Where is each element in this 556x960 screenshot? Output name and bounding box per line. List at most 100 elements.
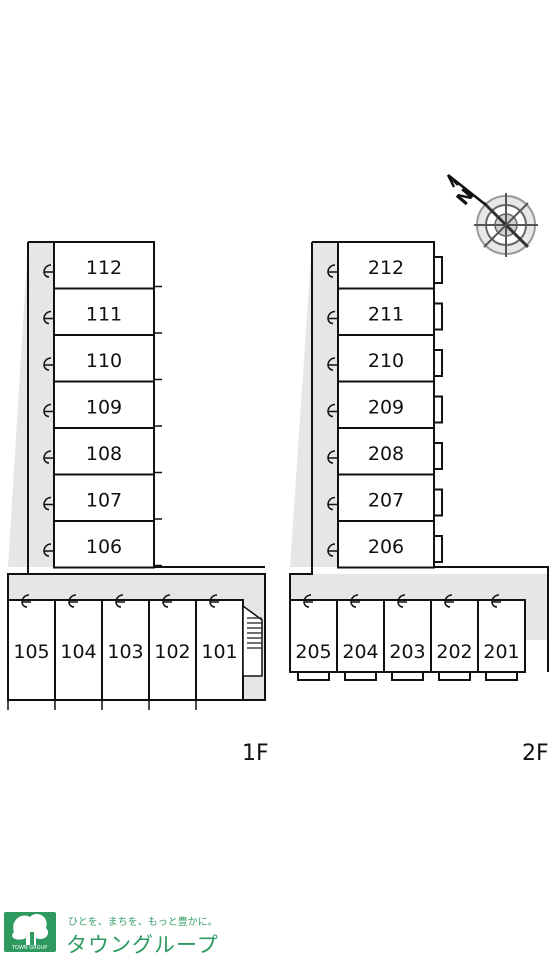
- door-icon: [209, 594, 219, 608]
- door-icon: [115, 594, 125, 608]
- unit-105: 105: [7, 594, 56, 710]
- unit-211: 211: [327, 287, 443, 336]
- unit-204: 204: [336, 594, 385, 681]
- unit-label: 112: [86, 257, 122, 279]
- door-icon: [43, 450, 53, 464]
- unit-205: 205: [289, 594, 338, 681]
- unit-label: 108: [86, 443, 122, 465]
- balcony-209: [433, 395, 443, 424]
- unit-label: 211: [368, 304, 404, 326]
- door-icon: [350, 594, 360, 608]
- balcony-201: [485, 671, 518, 681]
- floor-2: 212 211 210 209 208 207 206 205 204 203 202 201 2F: [289, 241, 549, 766]
- unit-label: 109: [86, 397, 122, 419]
- door-icon: [397, 594, 407, 608]
- unit-104: 104: [54, 594, 103, 710]
- door-icon: [43, 403, 53, 418]
- unit-label: 103: [107, 641, 143, 663]
- unit-103: 103: [101, 594, 150, 710]
- unit-label: 105: [13, 641, 49, 663]
- unit-label: 111: [86, 304, 122, 326]
- floor-2-row-units: 205 204 203 202 201: [289, 594, 526, 681]
- unit-109: 109: [43, 380, 162, 429]
- door-icon: [162, 594, 172, 608]
- unit-106: 106: [43, 520, 162, 569]
- unit-206: 206: [327, 520, 443, 569]
- door-icon: [43, 543, 53, 557]
- balcony-210: [433, 349, 443, 377]
- unit-209: 209: [327, 380, 443, 429]
- door-icon: [491, 594, 501, 608]
- unit-101: 101: [195, 594, 244, 710]
- unit-111: 111: [43, 287, 162, 336]
- door-icon: [327, 310, 337, 325]
- door-icon: [43, 496, 53, 511]
- unit-212: 212: [327, 241, 443, 290]
- unit-108: 108: [43, 427, 162, 476]
- unit-201: 201: [477, 594, 526, 681]
- floor-2-stack-units: 212 211 210 209 208 207 206: [327, 241, 443, 569]
- unit-110: 110: [43, 334, 162, 383]
- door-icon: [21, 594, 31, 608]
- unit-label: 104: [60, 641, 96, 663]
- floor-1-stairs: [242, 604, 263, 677]
- unit-102: 102: [148, 594, 197, 710]
- unit-203: 203: [383, 594, 432, 681]
- floor-1: 112 111 110 109 108 107 106 105 104 103 102 101 1F: [7, 241, 269, 766]
- unit-207: 207: [327, 473, 443, 522]
- balcony-202: [438, 671, 471, 681]
- door-icon: [327, 357, 337, 371]
- compass-rose-icon: [446, 174, 538, 257]
- door-icon: [43, 357, 53, 371]
- unit-208: 208: [327, 427, 443, 476]
- balcony-211: [433, 302, 443, 331]
- unit-label: 205: [295, 641, 331, 663]
- door-icon: [43, 264, 53, 278]
- compass-north-label: N: [452, 185, 478, 210]
- unit-label: 212: [368, 257, 404, 279]
- balcony-208: [433, 442, 443, 470]
- brand-logo: TOWN GROUP ひとを、まちを、もっと豊かに。 タウングループ: [4, 912, 219, 957]
- unit-label: 102: [154, 641, 190, 663]
- unit-label: 206: [368, 536, 404, 558]
- door-icon: [68, 594, 78, 608]
- door-icon: [327, 403, 337, 418]
- unit-label: 202: [436, 641, 472, 663]
- unit-label: 201: [483, 641, 519, 663]
- brand-tagline: ひとを、まちを、もっと豊かに。: [68, 915, 218, 928]
- balcony-206: [433, 535, 443, 563]
- balcony-205: [297, 671, 330, 681]
- door-icon: [444, 594, 454, 608]
- unit-label: 203: [389, 641, 425, 663]
- balcony-212: [433, 256, 443, 284]
- unit-label: 209: [368, 397, 404, 419]
- unit-107: 107: [43, 473, 162, 522]
- unit-label: 210: [368, 350, 404, 372]
- unit-210: 210: [327, 334, 443, 383]
- unit-202: 202: [430, 594, 479, 681]
- door-icon: [327, 496, 337, 511]
- unit-label: 208: [368, 443, 404, 465]
- unit-label: 107: [86, 490, 122, 512]
- door-icon: [327, 264, 337, 278]
- tree-icon: [12, 914, 49, 945]
- brand-name: タウングループ: [66, 933, 219, 957]
- unit-label: 207: [368, 490, 404, 512]
- unit-112: 112: [43, 241, 162, 290]
- unit-label: 106: [86, 536, 122, 558]
- floor-1-stack-units: 112 111 110 109 108 107 106: [43, 241, 162, 569]
- floor-1-corridor: [8, 242, 265, 700]
- balcony-204: [344, 671, 377, 681]
- floor-2-label: 2F: [522, 741, 549, 766]
- balcony-203: [391, 671, 424, 681]
- door-icon: [327, 450, 337, 464]
- unit-label: 204: [342, 641, 378, 663]
- floor-1-row-units: 105 104 103 102 101: [7, 594, 244, 710]
- door-icon: [303, 594, 313, 608]
- balcony-207: [433, 488, 443, 517]
- brand-badge-text: TOWN GROUP: [11, 945, 47, 951]
- floor-1-label: 1F: [242, 741, 269, 766]
- unit-label: 101: [201, 641, 237, 663]
- unit-label: 110: [86, 350, 122, 372]
